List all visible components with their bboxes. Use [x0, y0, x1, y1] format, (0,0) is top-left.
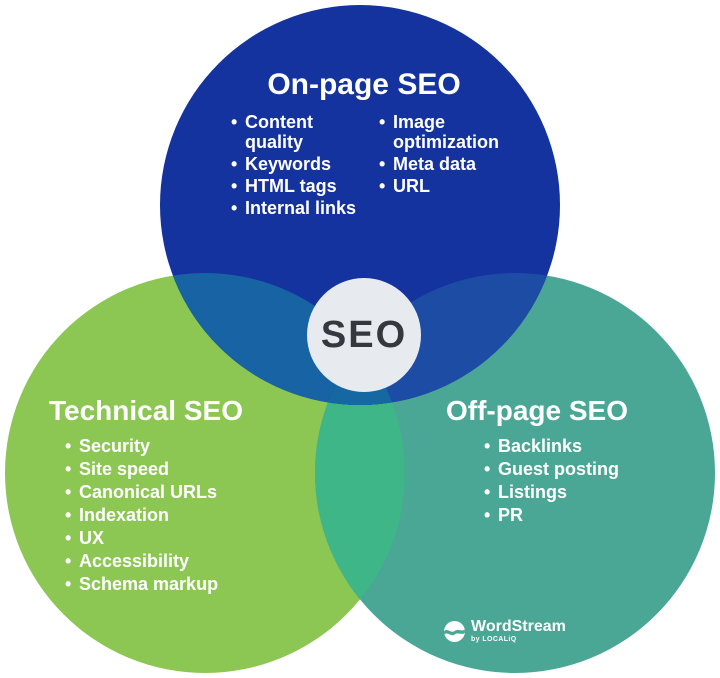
wordstream-logo-icon — [444, 620, 465, 642]
logo-brand-label: WordStream — [471, 618, 566, 635]
offpage-list: BacklinksGuest postingListingsPR — [483, 436, 673, 528]
list-item: Security — [64, 436, 279, 456]
center-circle — [307, 278, 421, 392]
list-item: Guest posting — [483, 459, 673, 479]
center-label: SEO — [320, 314, 408, 356]
list-item: Keywords — [230, 154, 362, 174]
onpage-technical-overlap — [160, 273, 405, 405]
logo-text: WordStream by LOCALiQ — [471, 618, 566, 644]
list-item: Indexation — [64, 505, 279, 525]
onpage-offpage-overlap — [315, 273, 560, 405]
list-item: Meta data — [378, 154, 528, 174]
onpage-title: On-page SEO — [267, 68, 461, 101]
list-item: PR — [483, 505, 673, 525]
list-item: Backlinks — [483, 436, 673, 456]
list-item: Internal links — [230, 198, 362, 218]
list-item: Site speed — [64, 459, 279, 479]
logo-sub-label: by LOCALiQ — [471, 636, 517, 643]
onpage-list-right: Image optimizationMeta dataURL — [378, 112, 528, 198]
list-item: UX — [64, 528, 279, 548]
list-item: Schema markup — [64, 574, 279, 594]
list-item: Image optimization — [378, 112, 528, 152]
onpage-list-left: Content qualityKeywordsHTML tagsInternal… — [230, 112, 362, 220]
wordstream-logo: WordStream by LOCALiQ — [444, 619, 566, 643]
list-item: URL — [378, 176, 528, 196]
list-item: Accessibility — [64, 551, 279, 571]
list-item: Content quality — [230, 112, 362, 152]
technical-title: Technical SEO — [49, 395, 243, 426]
list-item: Canonical URLs — [64, 482, 279, 502]
technical-list: SecuritySite speedCanonical URLsIndexati… — [64, 436, 279, 597]
list-item: Listings — [483, 482, 673, 502]
offpage-title: Off-page SEO — [446, 395, 629, 426]
list-item: HTML tags — [230, 176, 362, 196]
